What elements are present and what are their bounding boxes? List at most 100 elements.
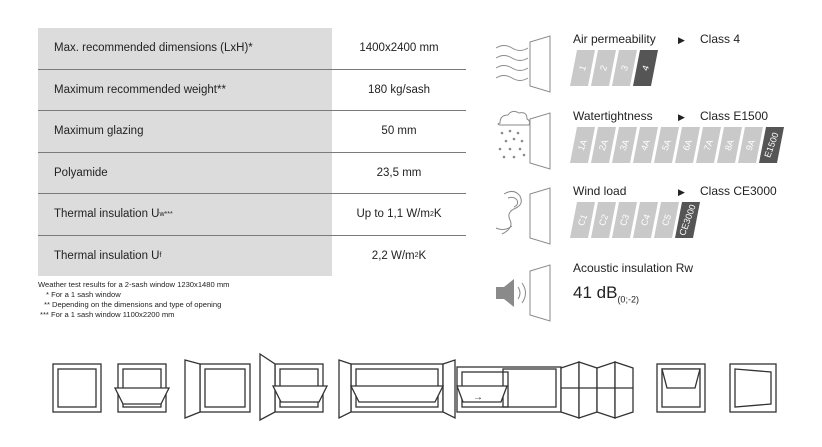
spec-row-polyamide: Polyamide 23,5 mm [38, 152, 466, 194]
spec-label: Max. recommended dimensions (LxH)* [38, 28, 332, 69]
opening-types: → [52, 352, 777, 422]
spec-value-superscript: 2 [414, 252, 419, 260]
spec-label-superscript: *** [164, 210, 173, 218]
folding-window-icon [560, 361, 634, 419]
spec-label-subscript: w [159, 210, 165, 218]
slide-arrow-icon: → [473, 392, 483, 403]
acoustic-title: Acoustic insulation Rw [573, 261, 694, 275]
spec-value-main: 2,2 W/m [371, 249, 415, 262]
wind-class-tile: C2 [591, 202, 616, 238]
water-class-tile: 8A [717, 127, 742, 163]
arrow-right-icon: ▶ [678, 35, 685, 45]
air-class-tile-label: 3 [619, 64, 630, 72]
wind-class-tile-label: C3 [618, 213, 631, 227]
spec-label: Maximum glazing [38, 111, 332, 152]
spec-value-main: Up to 1,1 W/m [356, 208, 430, 221]
spec-row-dimensions: Max. recommended dimensions (LxH)* 1400x… [38, 28, 466, 70]
air-permeability-title: Air permeability [573, 32, 656, 46]
acoustic-value-range: (0;-2) [617, 294, 639, 305]
air-class-tile-label: 2 [598, 64, 609, 72]
wind-class-tile-label: C5 [660, 213, 673, 227]
watertightness-title: Watertightness [573, 109, 653, 123]
water-class-tile-label: 6A [681, 138, 694, 152]
air-class-tile: 4 [633, 50, 658, 86]
spec-value-superscript: 2 [429, 210, 434, 218]
water-class-tile-label: 5A [660, 138, 673, 152]
spec-label-main: Thermal insulation U [54, 208, 160, 221]
spec-label-subscript: f [159, 252, 162, 260]
wind-class-tile-label: C2 [597, 213, 610, 227]
spec-value: 23,5 mm [376, 166, 422, 179]
water-class-tile: 2A [591, 127, 616, 163]
watertightness-class: Class E1500 [700, 109, 769, 123]
water-class-tile-label: 1A [576, 138, 589, 152]
arrow-right-icon: ▶ [678, 112, 685, 122]
sliding-window-icon: → [456, 366, 562, 413]
specs-table: Max. recommended dimensions (LxH)* 1400x… [38, 28, 466, 276]
bottom-hung-window-icon [113, 363, 171, 413]
wind-load-class: Class CE3000 [700, 184, 777, 198]
wind-class-tile: C5 [654, 202, 679, 238]
wind-swirl-icon [495, 187, 551, 245]
air-permeability-block: Air permeability ▶ Class 4 1 2 3 4 [490, 32, 810, 94]
footnotes: Weather test results for a 2-sash window… [38, 280, 229, 320]
wind-class-tile-label: C4 [639, 213, 652, 227]
footnote: * For a 1 sash window [46, 290, 121, 299]
water-class-tile: 7A [696, 127, 721, 163]
side-hung-window-icon [184, 359, 251, 419]
tilt-and-turn-window-icon [259, 352, 329, 422]
spec-row-glazing: Maximum glazing 50 mm [38, 111, 466, 153]
acoustic-value-main: 41 dB [573, 283, 618, 302]
air-permeability-tiles: 1 2 3 4 [570, 50, 658, 86]
water-class-tile-label: 3A [618, 138, 631, 152]
footnote: ** Depending on the dimensions and type … [44, 300, 222, 309]
air-class-tile-label: 1 [577, 64, 588, 72]
side-hung-open-window-icon [729, 363, 777, 413]
air-permeability-icon [495, 35, 551, 93]
wind-class-tile-label: C1 [576, 213, 589, 227]
air-class-tile: 2 [591, 50, 616, 86]
spec-row-weight: Maximum recommended weight** 180 kg/sash [38, 69, 466, 111]
water-class-tile-label: 2A [597, 138, 610, 152]
water-class-tile-label: 8A [723, 138, 736, 152]
wind-class-tile: CE3000 [675, 202, 700, 238]
rain-cloud-icon [497, 110, 551, 170]
spec-label-main: Thermal insulation U [54, 249, 160, 262]
water-class-tile: 5A [654, 127, 679, 163]
water-class-tile: 4A [633, 127, 658, 163]
watertightness-block: Watertightness ▶ Class E1500 1A 2A 3A 4A 5A 6… [490, 109, 810, 171]
wind-class-tile: C1 [570, 202, 595, 238]
water-class-tile-label: 7A [702, 138, 715, 152]
acoustic-value: 41 dB(0;-2) [573, 283, 639, 304]
spec-label: Polyamide [38, 152, 332, 193]
water-class-tile: E1500 [759, 127, 784, 163]
spec-value-end: K [418, 249, 427, 262]
air-permeability-class: Class 4 [700, 32, 741, 46]
air-class-tile: 3 [612, 50, 637, 86]
water-class-tile: 3A [612, 127, 637, 163]
acoustic-block: Acoustic insulation Rw 41 dB(0;-2) [490, 261, 810, 323]
water-class-tile: 9A [738, 127, 763, 163]
spec-value: 180 kg/sash [367, 83, 430, 96]
spec-label: Maximum recommended weight** [38, 69, 332, 110]
wind-load-title: Wind load [573, 184, 627, 198]
arrow-right-icon: ▶ [678, 187, 685, 197]
spec-value: 50 mm [381, 125, 417, 138]
air-class-tile-label: 4 [640, 64, 651, 72]
footnote: Weather test results for a 2-sash window… [38, 280, 230, 289]
water-class-tile-label: 4A [639, 138, 652, 152]
spec-value: 1400x2400 mm [359, 42, 439, 55]
water-class-tile-label: 9A [744, 138, 757, 152]
water-class-tile: 1A [570, 127, 595, 163]
speaker-icon [496, 264, 551, 322]
fixed-window-icon [52, 363, 102, 413]
